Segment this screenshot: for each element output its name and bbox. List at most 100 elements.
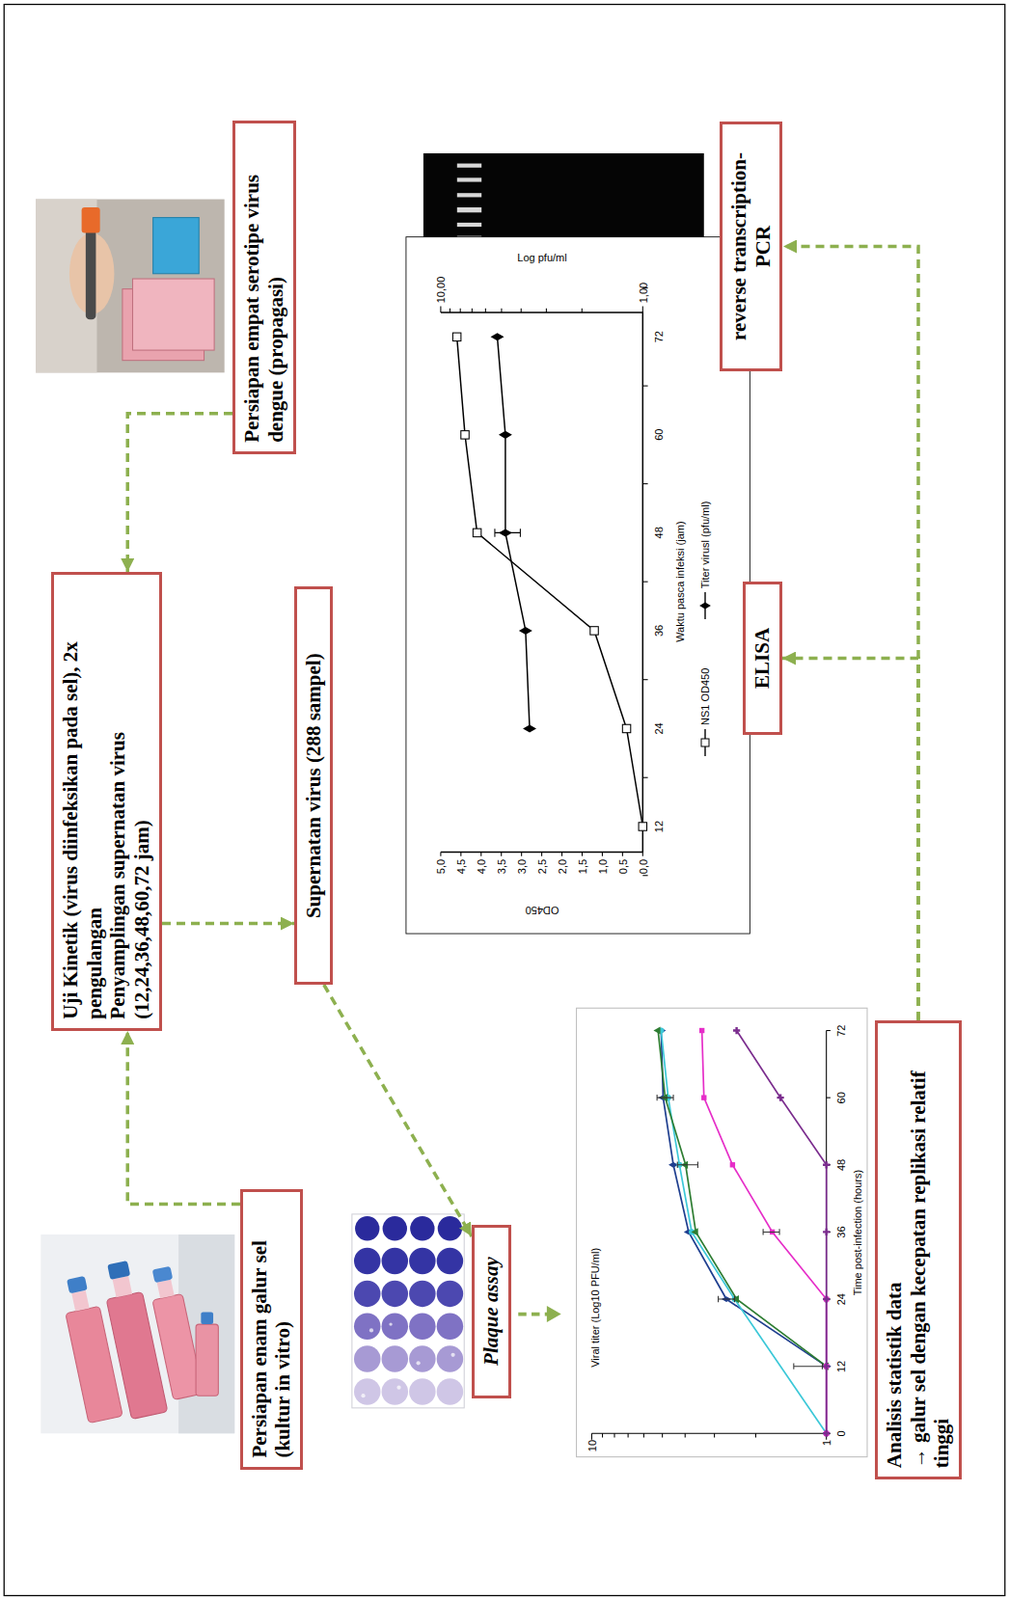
- ns1-chart-part: [522, 724, 537, 733]
- chart-label: 1,00: [637, 282, 650, 303]
- ns1-chart-part: [460, 851, 462, 856]
- ns1-chart-part: [545, 308, 547, 313]
- flask-photo-part-part: [152, 1266, 173, 1283]
- plaque-plate-part: [354, 1281, 464, 1308]
- plaque-plate-part-part: [396, 1386, 401, 1391]
- chart-label: 5,0: [435, 859, 447, 874]
- ns1-chart-part: [642, 851, 644, 856]
- process-box: Plaque assay: [471, 1225, 512, 1399]
- chart-label: Viral titer (Log10 PFU/ml): [589, 1248, 601, 1368]
- chart-label: 24: [653, 722, 665, 735]
- box-text: Persiapan enam galur sel (kultur in vitr…: [247, 1200, 297, 1459]
- box-text: Uji Kinetik (virus diinfeksikan pada sel…: [58, 583, 108, 1020]
- ns1-chart-part: [622, 724, 630, 733]
- flask-photo-part-part: [66, 1276, 88, 1294]
- plaque-plate-part-part: [436, 1345, 464, 1372]
- plaque-plate-part: [354, 1248, 464, 1275]
- ns1-chart-part: [601, 851, 603, 856]
- ns1-chart-part: [520, 308, 522, 313]
- ns1-chart-part: [642, 581, 648, 583]
- growth-chart-part: [826, 1097, 831, 1099]
- flask-photo-part-part: [107, 1260, 131, 1281]
- ns1-chart-part: [406, 237, 750, 934]
- ns1-chart-part: [449, 308, 451, 313]
- plaque-plate-part: [360, 1322, 455, 1398]
- chart-label: 72: [653, 330, 665, 343]
- growth-chart-part: [823, 1296, 829, 1302]
- plaque-plate-part-part: [381, 1345, 409, 1372]
- ns1-chart-part: [638, 822, 647, 831]
- flask-photo-part: [195, 1324, 219, 1396]
- ns1-chart-part: [494, 528, 520, 537]
- legend-sample: [699, 591, 711, 621]
- growth-chart-part: [643, 1433, 645, 1438]
- plaque-plate-part-part: [354, 1312, 381, 1339]
- flask-photo-part-part: [71, 1290, 89, 1312]
- chart-label: 36: [653, 625, 665, 637]
- chart-label: 3,5: [495, 859, 508, 874]
- ns1-chart-part: [642, 777, 648, 779]
- box-text: Plaque assay: [479, 1236, 504, 1388]
- chart-label: Log pfu/ml: [517, 251, 567, 264]
- plaque-plate-part-part: [409, 1378, 436, 1405]
- ns1-chart-part: [518, 627, 533, 635]
- flask-photo: [40, 1234, 235, 1434]
- growth-chart-part: [601, 1433, 603, 1438]
- box-text: Analisis statistik data: [882, 1032, 907, 1469]
- flow-arrow: [324, 984, 472, 1237]
- lab-photo-part: [85, 227, 97, 320]
- chart-label: 12: [835, 1361, 847, 1373]
- plaque-plate-part-part: [354, 1216, 380, 1241]
- ns1-chart-part: [452, 332, 461, 341]
- growth-chart-part: [657, 1031, 827, 1367]
- flow-arrow: [518, 1306, 561, 1323]
- plaque-plate-part-part: [437, 1216, 463, 1241]
- chart-label: 10,00: [435, 276, 447, 304]
- flask-photo-part-part: [157, 1280, 175, 1300]
- ns1-chart-part: [485, 308, 487, 313]
- ns1-chart-part: [541, 851, 543, 856]
- legend-sample: [699, 728, 711, 758]
- plaque-plate-part: [354, 1216, 463, 1241]
- gel-image-part-part: [457, 163, 482, 168]
- plaque-plate-part-part: [436, 1281, 464, 1308]
- plaque-plate-part-part: [388, 1322, 392, 1326]
- plaque-plate-part-part: [436, 1378, 464, 1405]
- growth-chart-part: [822, 1363, 830, 1370]
- ns1-chart-part: [461, 431, 469, 439]
- chart-label: 1,0: [597, 859, 609, 874]
- flow-arrow: [783, 246, 919, 1022]
- chart-label: 0,5: [617, 859, 629, 874]
- box-text: ELISA: [750, 593, 775, 724]
- plaque-plate-part-part: [409, 1345, 436, 1372]
- growth-chart-part: [702, 1031, 827, 1435]
- ns1-chart-part: [472, 528, 481, 537]
- ns1-chart-part: [490, 332, 505, 341]
- lab-photo-part: [81, 207, 101, 233]
- growth-chart-part: [660, 1031, 826, 1435]
- plaque-plate-part-part: [409, 1216, 435, 1241]
- flow-arrow-part: [546, 1306, 562, 1323]
- plaque-plate-part: [354, 1312, 464, 1339]
- flask-photo-part: [56, 1251, 206, 1429]
- growth-chart-part: [661, 1433, 663, 1438]
- ns1-chart-part: [561, 851, 563, 856]
- process-box: Persiapan enam galur sel (kultur in vitr…: [240, 1189, 304, 1471]
- growth-chart: [576, 1008, 868, 1457]
- gel-image-part-part: [457, 207, 482, 213]
- chart-label: 4,5: [455, 859, 467, 874]
- gel-image-part-part: [457, 192, 482, 197]
- chart-label: 60: [835, 1091, 847, 1104]
- growth-chart-part: [713, 1433, 715, 1438]
- ns1-chart-part: [457, 336, 644, 827]
- chart-label: Time post-infection (hours): [851, 1170, 864, 1296]
- growth-chart-part: [691, 1227, 699, 1236]
- growth-chart-part: [736, 1031, 827, 1435]
- ns1-chart-part: [471, 308, 473, 313]
- plaque-plate-part-part: [354, 1281, 381, 1308]
- growth-chart-part: [656, 1094, 674, 1101]
- growth-chart-part: [699, 1028, 705, 1034]
- growth-chart-part: [823, 1431, 829, 1437]
- legend-entry: NS1 OD450: [699, 668, 711, 758]
- ns1-chart-part: [590, 627, 599, 635]
